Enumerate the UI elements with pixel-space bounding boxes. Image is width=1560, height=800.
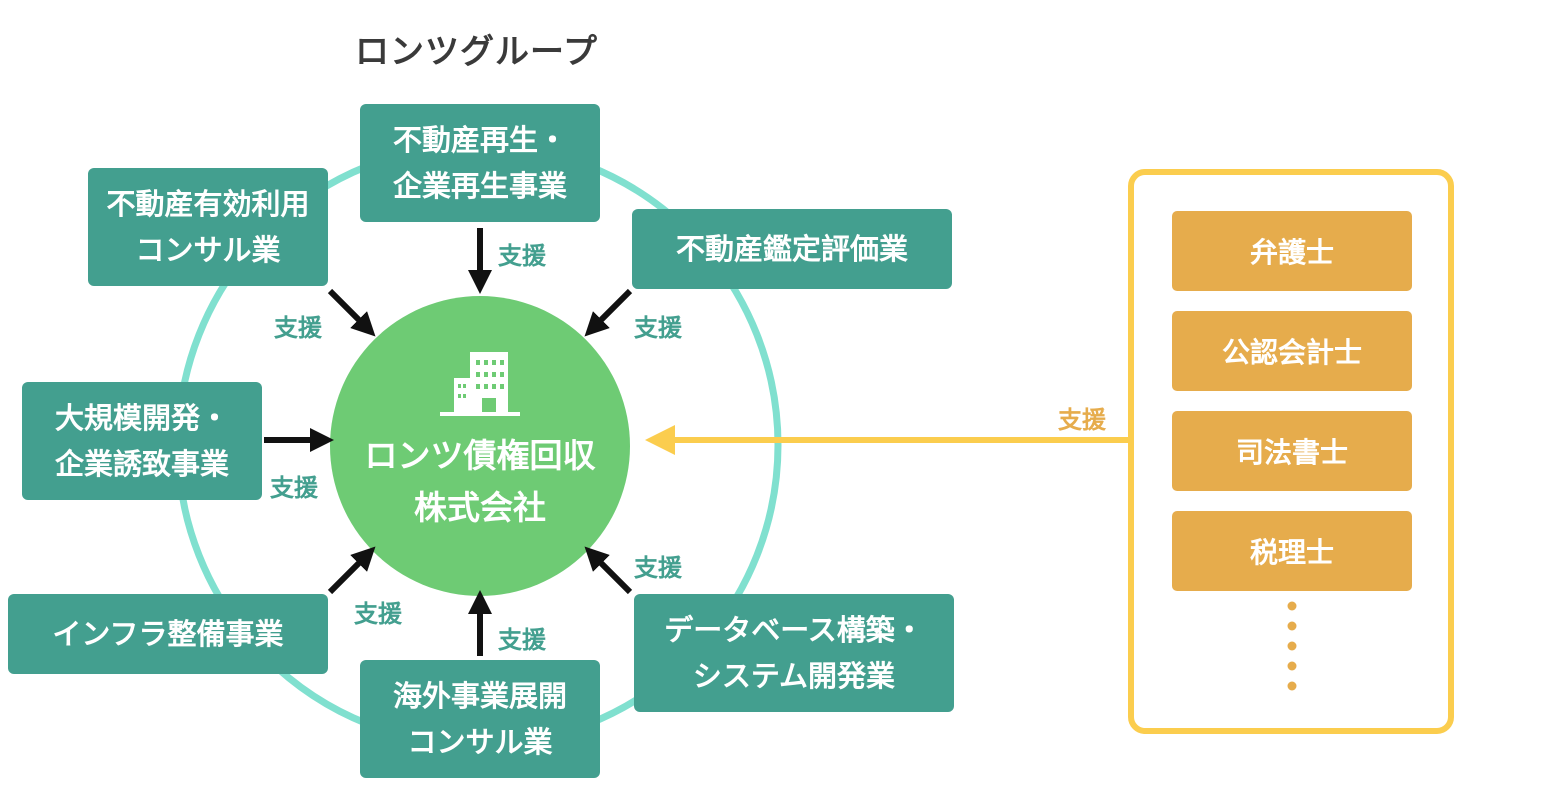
company-box-top-right: 不動産鑑定評価業 [632,209,952,289]
support-label-top-right: 支援 [634,314,682,342]
company-box-bottom-right: データベース構築・ システム開発業 [634,594,954,712]
company-box-bottom-left: インフラ整備事業 [8,594,328,674]
support-label-bottom: 支援 [498,626,546,654]
more-dots [1287,601,1297,691]
center-company: ロンツ債権回収 株式会社 [330,430,630,534]
company-box-left: 大規模開発・ 企業誘致事業 [22,382,262,500]
company-box-top: 不動産再生・ 企業再生事業 [360,104,600,222]
company-box-top-left: 不動産有効利用 コンサル業 [88,168,328,286]
building-icon [440,352,520,416]
arrow-top-left [327,288,376,337]
diagram-title: ロンツグループ [355,32,598,72]
center-company-name: ロンツ債権回収 [364,436,596,475]
professional-box-tax-accountant: 税理士 [1172,511,1412,591]
arrow-bottom-left [327,546,376,595]
support-label-bottom-right: 支援 [634,554,682,582]
center-company-type: 株式会社 [414,488,546,527]
arrow-top-right [584,288,633,337]
support-label-left: 支援 [270,474,318,502]
support-label-professionals: 支援 [1058,406,1106,434]
professional-box-cpa: 公認会計士 [1172,311,1412,391]
company-box-bottom: 海外事業展開 コンサル業 [360,660,600,778]
professional-box-lawyer: 弁護士 [1172,211,1412,291]
support-label-bottom-left: 支援 [354,600,402,628]
professional-box-judicial-scrivener: 司法書士 [1172,411,1412,491]
center-circle [330,296,630,596]
arrow-bottom-right [584,546,633,595]
support-label-top: 支援 [498,242,546,270]
support-label-top-left: 支援 [274,314,322,342]
